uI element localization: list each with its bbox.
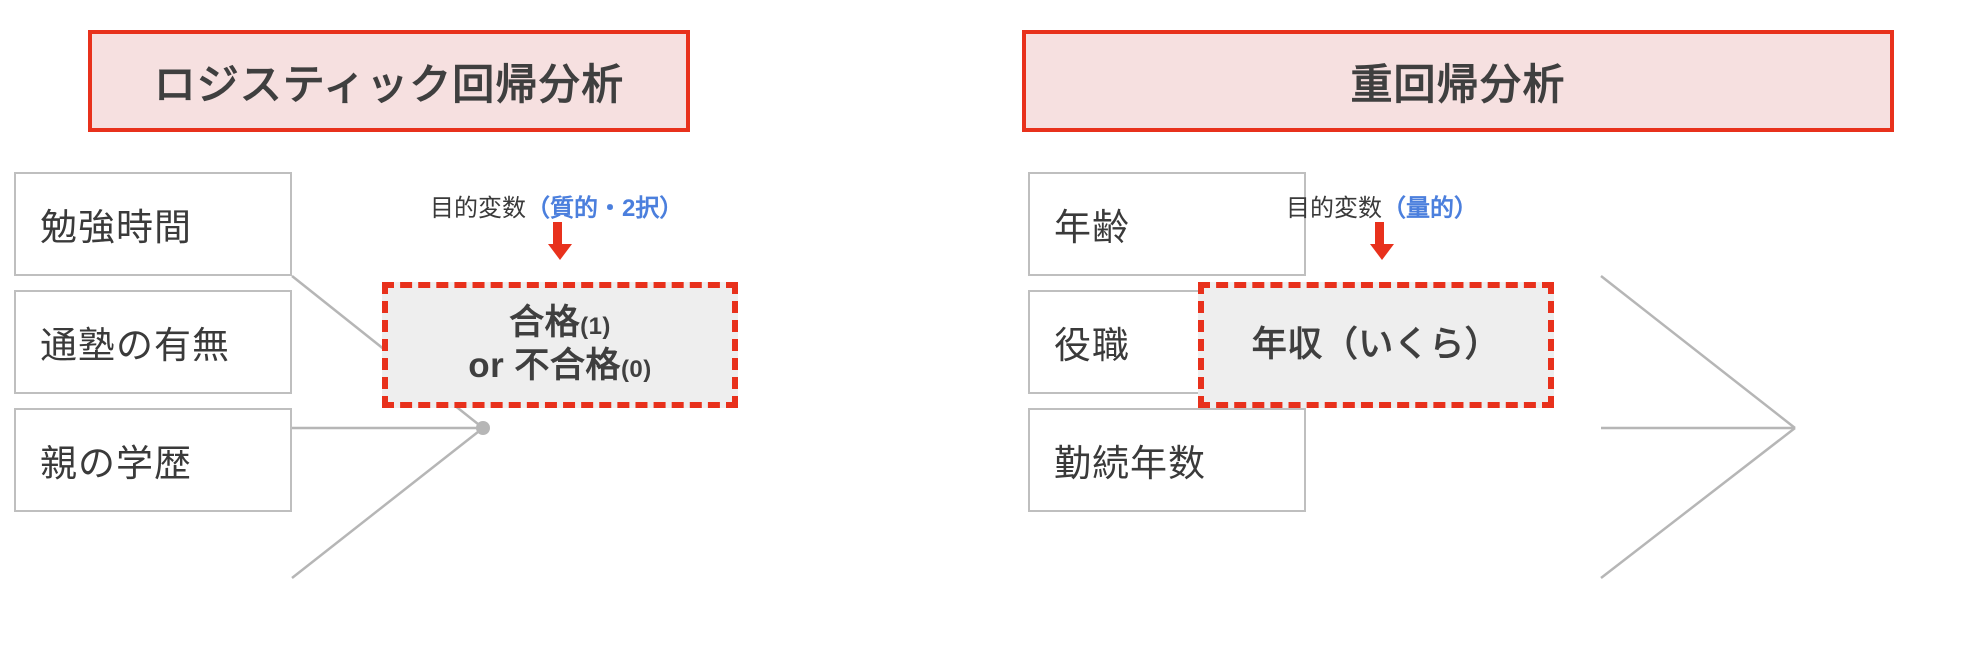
dependent-variable-label-left: 目的変数（質的・2択）	[430, 188, 683, 223]
target-line-1: 合格(1)	[509, 302, 611, 345]
dependent-variable-label-right: 目的変数（量的）	[1286, 188, 1478, 223]
dependent-variable-type-right: （量的）	[1382, 195, 1478, 222]
predictor-label: 勤続年数	[1054, 443, 1206, 484]
predictor-box-parent-education[interactable]: 親の学歴	[14, 408, 292, 512]
down-arrow-icon-right	[1370, 222, 1394, 260]
predictor-box-tenure[interactable]: 勤続年数	[1028, 408, 1306, 512]
arrow-head	[1370, 244, 1394, 260]
predictor-box-age[interactable]: 年齢	[1028, 172, 1306, 276]
target-line-2-main: or 不合格	[468, 346, 621, 385]
target-line-1: 年収（いくら）	[1252, 324, 1501, 367]
predictor-label: 通塾の有無	[40, 325, 230, 366]
dependent-variable-label-text: 目的変数	[430, 195, 526, 222]
predictor-label: 役職	[1054, 325, 1130, 366]
predictor-box-cram-school[interactable]: 通塾の有無	[14, 290, 292, 394]
panel-title-logistic: ロジスティック回帰分析	[88, 30, 690, 132]
predictor-label: 勉強時間	[40, 207, 192, 248]
arrow-shaft	[552, 222, 562, 244]
target-variable-box-right[interactable]: 年収（いくら）	[1198, 282, 1554, 408]
panel-title-multiple-regression-text: 重回帰分析	[1350, 60, 1566, 108]
panel-title-multiple-regression: 重回帰分析	[1022, 30, 1894, 132]
arrow-head	[548, 244, 572, 260]
predictor-box-study-hours[interactable]: 勉強時間	[14, 172, 292, 276]
down-arrow-icon-left	[548, 222, 572, 260]
target-line-1-main: 年収（いくら）	[1251, 324, 1501, 364]
arrow-shaft	[1374, 222, 1384, 244]
target-line-1-main: 合格	[509, 303, 581, 343]
panel-title-logistic-text: ロジスティック回帰分析	[153, 60, 625, 108]
panel-multiple-regression: 重回帰分析 年齢 役職 勤続年数 目的変数（量的） 年収（いくら）	[994, 0, 1988, 658]
predictor-label: 年齢	[1054, 207, 1130, 248]
target-line-2-sub: (0)	[620, 356, 652, 383]
dependent-variable-label-text: 目的変数	[1286, 195, 1382, 222]
target-line-1-sub: (1)	[580, 313, 611, 341]
target-variable-box-left[interactable]: 合格(1) or 不合格(0)	[382, 282, 738, 408]
junction-dot-left	[476, 421, 490, 435]
predictor-label: 親の学歴	[40, 443, 192, 484]
panel-logistic-regression: ロジスティック回帰分析 勉強時間 通塾の有無 親の学歴 目的変数（質的・2択） …	[14, 30, 738, 579]
dependent-variable-type-left: （質的・2択）	[526, 195, 684, 222]
target-line-2: or 不合格(0)	[468, 345, 652, 388]
